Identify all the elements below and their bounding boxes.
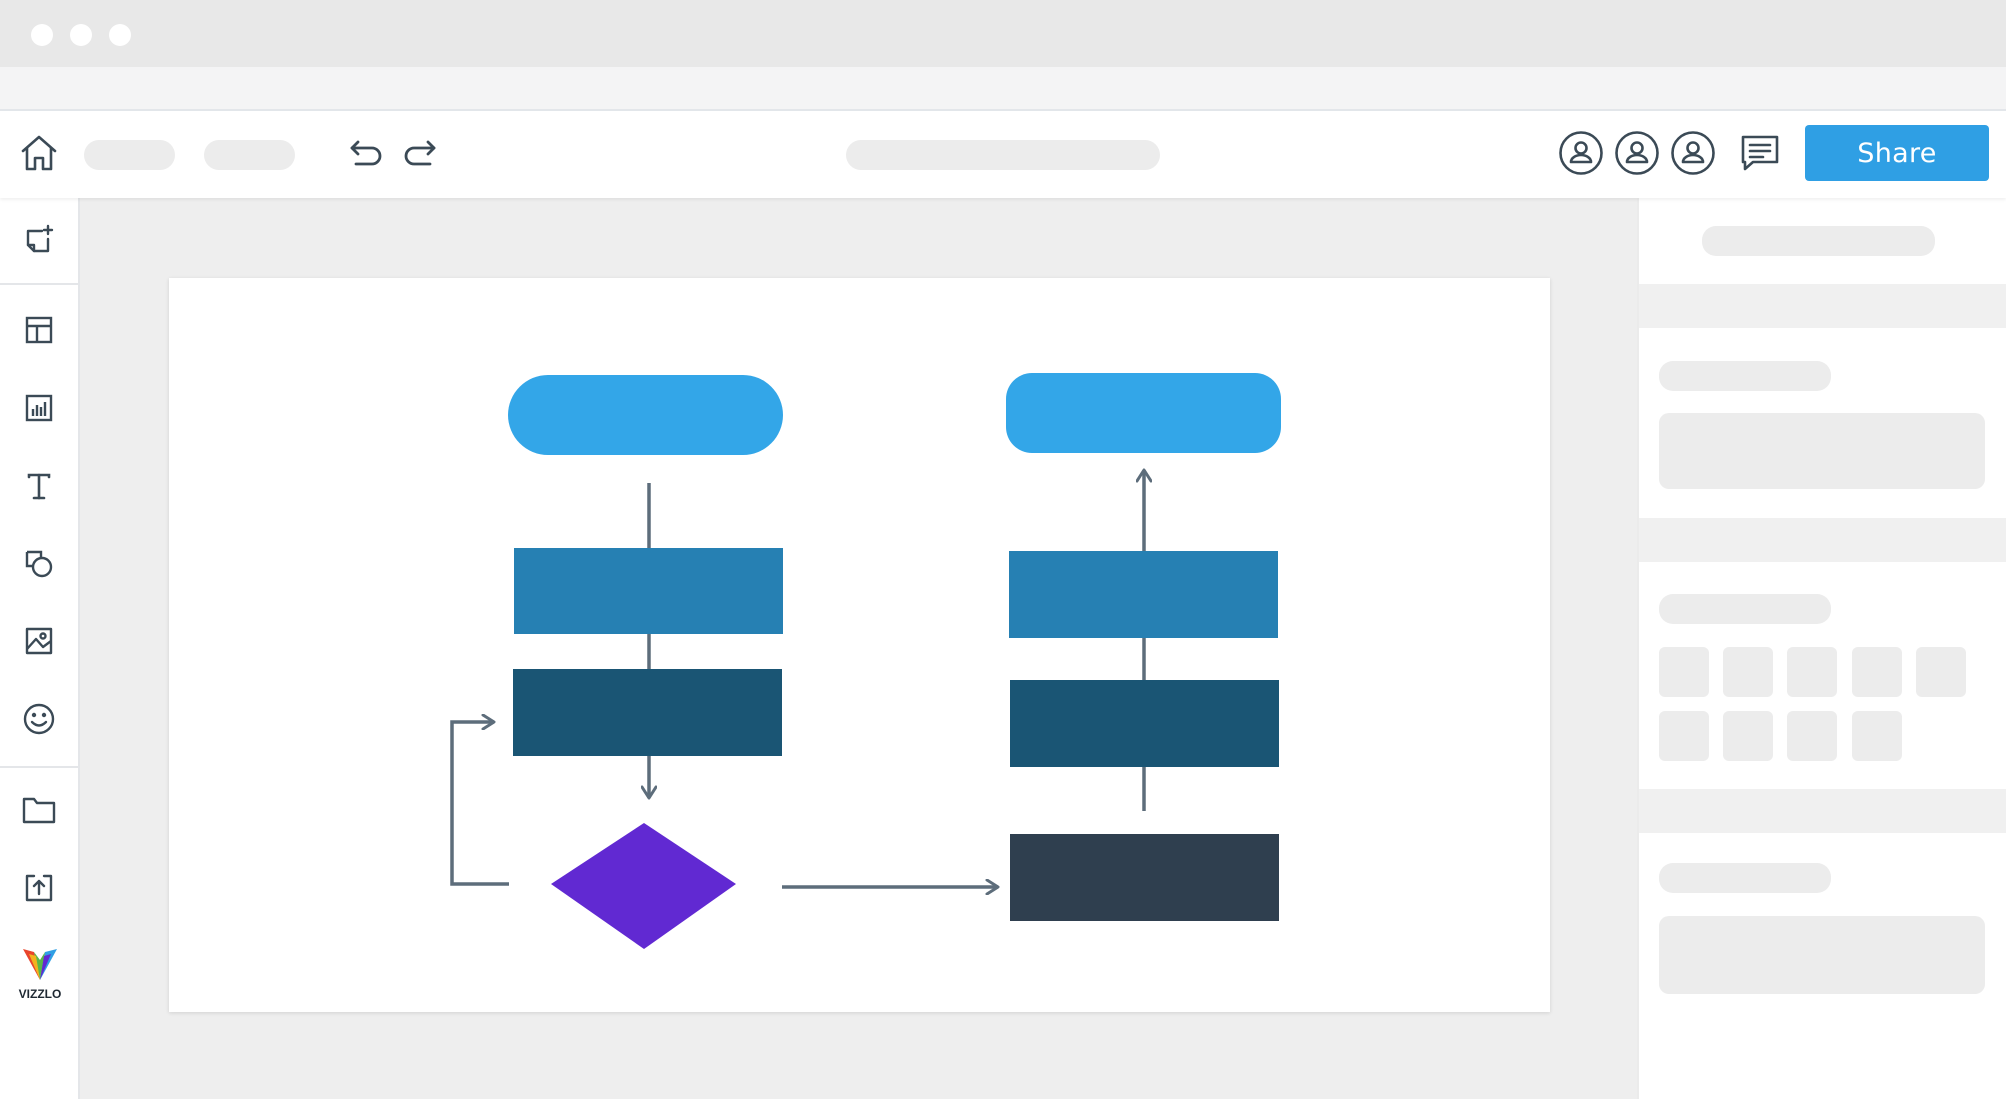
image-icon[interactable] [19, 621, 59, 661]
logo-text: VIZZLO [19, 987, 62, 1001]
window-minimize-dot[interactable] [70, 24, 92, 46]
swatch-tile[interactable] [1659, 711, 1709, 761]
share-button[interactable]: Share [1805, 125, 1989, 181]
text-icon[interactable] [19, 466, 59, 506]
decision-diamond [551, 823, 736, 949]
window-zoom-dot[interactable] [109, 24, 131, 46]
menu-placeholder-2[interactable] [204, 140, 295, 170]
field-label-placeholder [1659, 863, 1831, 893]
rail-divider [0, 283, 78, 285]
tool-rail [0, 198, 80, 1099]
chart-icon[interactable] [19, 388, 59, 428]
document-title-placeholder[interactable] [846, 140, 1160, 170]
start-terminal [508, 375, 783, 455]
redo-icon[interactable] [400, 136, 440, 170]
vizzlo-logo[interactable]: VIZZLO [12, 946, 68, 1002]
folder-icon[interactable] [19, 790, 59, 830]
process-box-2 [513, 669, 782, 756]
user-icon[interactable] [1669, 129, 1717, 177]
process-box-4 [1010, 680, 1279, 767]
slide-page[interactable] [169, 278, 1550, 1012]
process-box-1 [514, 548, 783, 634]
panel-title-placeholder [1702, 226, 1935, 256]
input-placeholder[interactable] [1659, 916, 1985, 994]
panel-section-header [1639, 789, 2006, 833]
swatch-tile[interactable] [1723, 711, 1773, 761]
emoji-icon[interactable] [19, 699, 59, 739]
swatch-tile[interactable] [1916, 647, 1966, 697]
undo-icon[interactable] [346, 136, 386, 170]
swatch-tile[interactable] [1787, 647, 1837, 697]
process-box-3 [1009, 551, 1278, 638]
swatch-tile[interactable] [1787, 711, 1837, 761]
swatch-tile[interactable] [1852, 647, 1902, 697]
end-box [1010, 834, 1279, 921]
field-label-placeholder [1659, 361, 1831, 391]
swatch-tile[interactable] [1659, 647, 1709, 697]
user-icon[interactable] [1613, 129, 1661, 177]
rail-divider [0, 766, 78, 768]
input-placeholder[interactable] [1659, 413, 1985, 489]
layout-icon[interactable] [19, 310, 59, 350]
loop-back-arrow [450, 722, 509, 886]
comment-icon[interactable] [1738, 131, 1782, 175]
new-page-icon[interactable] [19, 220, 59, 260]
panel-section-header [1639, 284, 2006, 328]
menu-placeholder-1[interactable] [84, 140, 175, 170]
window-titlebar [0, 0, 2006, 67]
end-terminal [1006, 373, 1281, 453]
browser-tab-strip [0, 67, 2006, 111]
user-icon[interactable] [1557, 129, 1605, 177]
window-close-dot[interactable] [31, 24, 53, 46]
home-icon[interactable] [18, 132, 60, 174]
shapes-icon[interactable] [19, 544, 59, 584]
upload-icon[interactable] [19, 868, 59, 908]
field-label-placeholder [1659, 594, 1831, 624]
swatch-tile[interactable] [1723, 647, 1773, 697]
swatch-tile[interactable] [1852, 711, 1902, 761]
panel-section-header [1639, 518, 2006, 562]
